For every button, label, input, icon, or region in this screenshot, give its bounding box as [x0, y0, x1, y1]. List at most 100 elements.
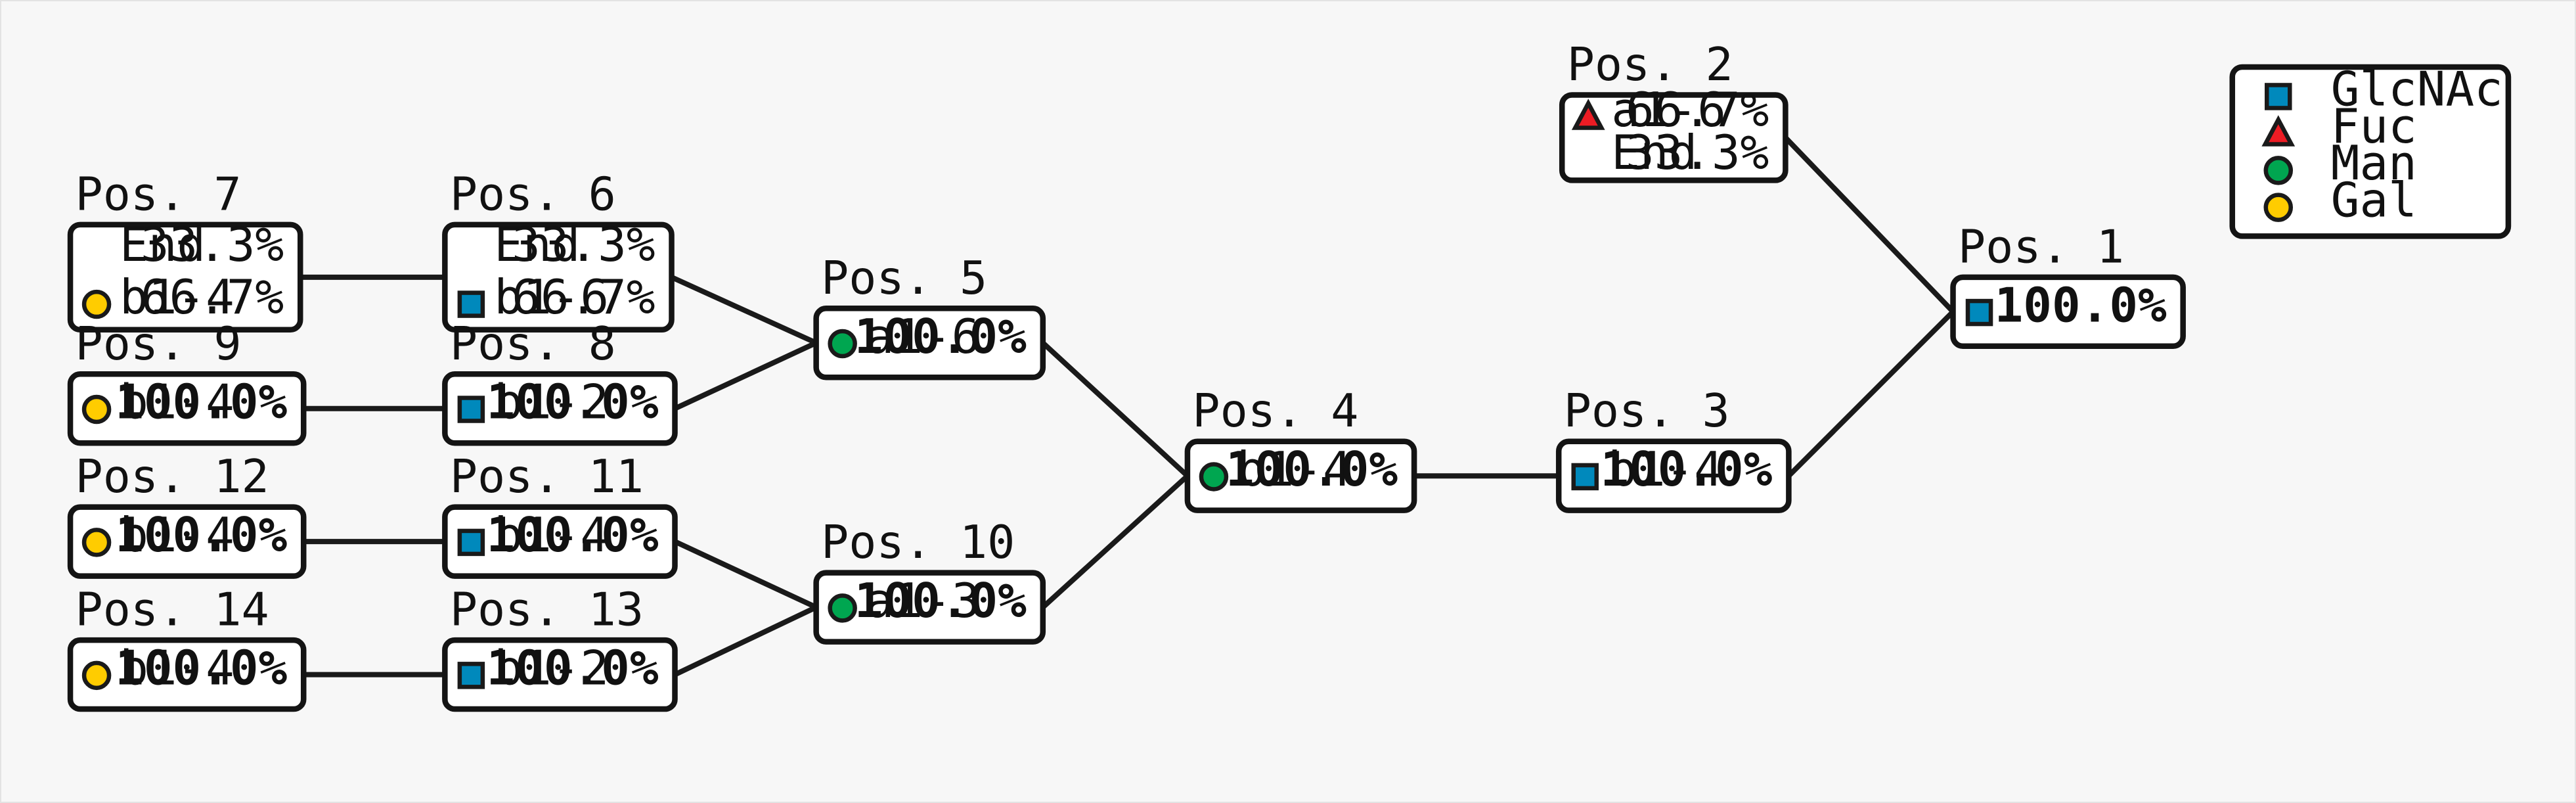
- node-position-label: Pos. 9: [76, 317, 242, 371]
- node-percent-value: 33.3%: [1626, 126, 1769, 181]
- man-circle-icon: [828, 329, 857, 359]
- node-position-label: Pos. 2: [1567, 37, 1733, 91]
- node-percent-value: 66.7%: [141, 270, 284, 325]
- node-linkage-label: b1-4: [494, 508, 609, 563]
- node-percent-value: 100.0%: [115, 508, 287, 563]
- gal-circle-icon: [81, 394, 112, 424]
- node-linkage-label: b1-4: [120, 375, 234, 430]
- gal-circle-icon: [81, 528, 112, 557]
- node-box[interactable]: [1559, 92, 1788, 183]
- node-linkage-label: b1-6: [494, 270, 609, 325]
- node-box[interactable]: [442, 221, 675, 333]
- node-linkage-label: b1-4: [1237, 442, 1352, 497]
- man-circle-icon: [1199, 462, 1229, 492]
- glcnac-square-icon: [457, 528, 485, 557]
- glcnac-square-icon: [1965, 298, 1993, 327]
- legend-item-label: Fuc: [2331, 99, 2417, 154]
- node-position-label: Pos. 3: [1564, 384, 1730, 438]
- node-position-label: Pos. 13: [450, 583, 644, 637]
- node-percent-value: 100.0%: [1226, 442, 1398, 497]
- edge-pos13-to-pos10: [673, 605, 818, 677]
- node-position-label: Pos. 12: [76, 449, 269, 503]
- legend-item-label: GlcNAc: [2331, 62, 2503, 118]
- node-position-label: Pos. 11: [450, 449, 644, 503]
- node-box[interactable]: [67, 637, 307, 712]
- edge-pos2-to-pos1: [1783, 135, 1955, 314]
- node-box[interactable]: [1555, 438, 1792, 513]
- node-linkage-label: b1-4: [120, 270, 234, 325]
- legend-box: [2229, 64, 2512, 239]
- node-position-label: Pos. 1: [1958, 219, 2124, 273]
- node-position-label: Pos. 7: [76, 167, 242, 221]
- node-linkage-label: End: [494, 218, 580, 273]
- glcnac-square-icon: [2265, 83, 2292, 110]
- glcnac-square-icon: [457, 662, 485, 689]
- node-box[interactable]: [1950, 274, 2186, 350]
- node-position-label: Pos. 4: [1192, 384, 1358, 438]
- node-percent-value: 100.0%: [1600, 442, 1772, 497]
- legend-item-label: Gal: [2331, 173, 2417, 228]
- node-percent-value: 33.3%: [141, 218, 284, 273]
- glcnac-square-icon: [457, 290, 485, 318]
- node-percent-value: 100.0%: [115, 375, 287, 430]
- man-circle-icon: [2263, 156, 2294, 185]
- gal-circle-icon: [81, 289, 112, 319]
- node-box[interactable]: [442, 637, 678, 712]
- node-box[interactable]: [813, 570, 1046, 645]
- node-box[interactable]: [442, 371, 678, 446]
- node-box[interactable]: [67, 371, 307, 446]
- node-position-label: Pos. 14: [76, 583, 269, 637]
- node-percent-value: 100.0%: [855, 574, 1027, 629]
- node-linkage-label: End: [1611, 126, 1697, 181]
- node-percent-value: 33.3%: [512, 218, 655, 273]
- fuc-triangle-icon: [2261, 115, 2296, 147]
- node-percent-value: 100.0%: [855, 310, 1027, 365]
- edge-pos6-to-pos5: [670, 275, 818, 346]
- node-position-label: Pos. 6: [450, 167, 616, 221]
- node-linkage-label: b1-4: [120, 641, 234, 697]
- edge-pos11-to-pos10: [673, 539, 818, 610]
- node-percent-value: 100.0%: [486, 508, 658, 563]
- node-box[interactable]: [1184, 438, 1417, 513]
- node-percent-value: 100.0%: [486, 641, 658, 697]
- node-percent-value: 66.7%: [512, 270, 655, 325]
- edge-pos5-to-pos4: [1041, 340, 1189, 478]
- node-box[interactable]: [67, 221, 303, 333]
- node-box[interactable]: [813, 306, 1046, 380]
- node-position-label: Pos. 5: [821, 251, 987, 305]
- node-linkage-label: a1-3: [866, 574, 981, 629]
- gal-circle-icon: [81, 660, 112, 691]
- node-percent-value: 100.0%: [115, 641, 287, 697]
- node-linkage-label: End: [120, 218, 206, 273]
- edge-pos8-to-pos5: [673, 340, 818, 411]
- gal-circle-icon: [2263, 193, 2294, 222]
- node-position-label: Pos. 10: [821, 515, 1015, 569]
- edges-layer: [300, 135, 1955, 677]
- node-linkage-label: a1-6: [866, 310, 981, 365]
- node-linkage-label: b1-2: [494, 641, 609, 697]
- edge-pos3-to-pos1: [1787, 310, 1955, 478]
- edge-pos10-to-pos4: [1041, 474, 1189, 610]
- node-box[interactable]: [442, 504, 678, 579]
- node-percent-value: 100.0%: [1995, 278, 2167, 333]
- node-position-label: Pos. 8: [450, 317, 616, 371]
- node-box[interactable]: [67, 504, 307, 579]
